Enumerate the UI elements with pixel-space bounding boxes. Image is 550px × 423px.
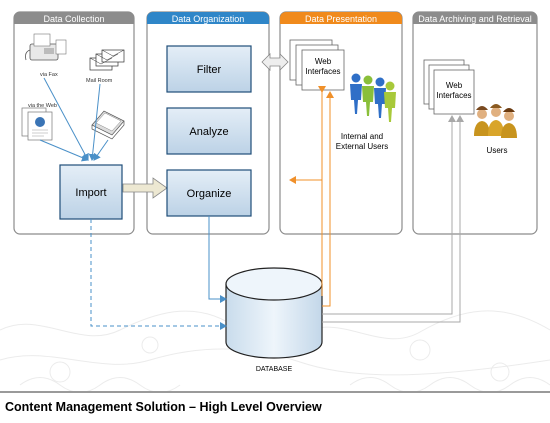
archiving-web-line1: Web: [446, 81, 463, 90]
import-to-organize-arrow: [122, 177, 168, 199]
archiving-users-icon: [474, 104, 517, 138]
footer-title: Content Management Solution – High Level…: [5, 400, 322, 414]
archiving-web-line2: Interfaces: [436, 91, 471, 100]
mailroom-label: Mail Room: [86, 78, 113, 84]
presentation-web-line1: Web: [315, 57, 332, 66]
bidirectional-arrow: [261, 53, 289, 71]
collection-arrows: [39, 77, 109, 162]
database-label: DATABASE: [256, 366, 293, 373]
archiving-database-connectors: [322, 115, 464, 323]
fax-icon: [25, 33, 67, 61]
import-box: Import: [59, 164, 123, 220]
archiving-web-interfaces: Web Interfaces: [423, 59, 475, 115]
panel-data-archiving: Data Archiving and Retrieval: [412, 11, 538, 235]
organize-label: Organize: [187, 188, 232, 200]
panel-title-organization: Data Organization: [172, 14, 245, 24]
panel-title-presentation: Data Presentation: [305, 14, 377, 24]
filter-label: Filter: [197, 64, 222, 76]
database-icon: [225, 267, 323, 359]
presentation-web-interfaces: Web Interfaces: [289, 39, 345, 91]
analyze-label: Analyze: [189, 126, 228, 138]
mailroom-icon: [89, 49, 125, 71]
internal-external-users-icon: [350, 73, 396, 122]
panel-title-archiving: Data Archiving and Retrieval: [418, 14, 532, 24]
presentation-users-line2: External Users: [336, 142, 388, 151]
scanner-icon: [91, 110, 125, 140]
organize-to-database-connector: [208, 216, 227, 303]
import-label: Import: [75, 187, 106, 199]
presentation-web-line2: Interfaces: [305, 67, 340, 76]
analyze-box: Analyze: [166, 107, 252, 155]
presentation-database-connectors: [289, 86, 334, 307]
import-to-database-connector: [90, 219, 227, 330]
filter-box: Filter: [166, 45, 252, 93]
organize-box: Organize: [166, 169, 252, 217]
archiving-users-label: Users: [487, 146, 508, 155]
web-label: via the Web: [28, 103, 57, 109]
footer-bar: Content Management Solution – High Level…: [0, 391, 550, 423]
fax-label: via Fax: [40, 72, 58, 78]
web-documents-icon: [21, 107, 53, 141]
presentation-users-line1: Internal and: [341, 132, 383, 141]
panel-title-collection: Data Collection: [43, 14, 104, 24]
